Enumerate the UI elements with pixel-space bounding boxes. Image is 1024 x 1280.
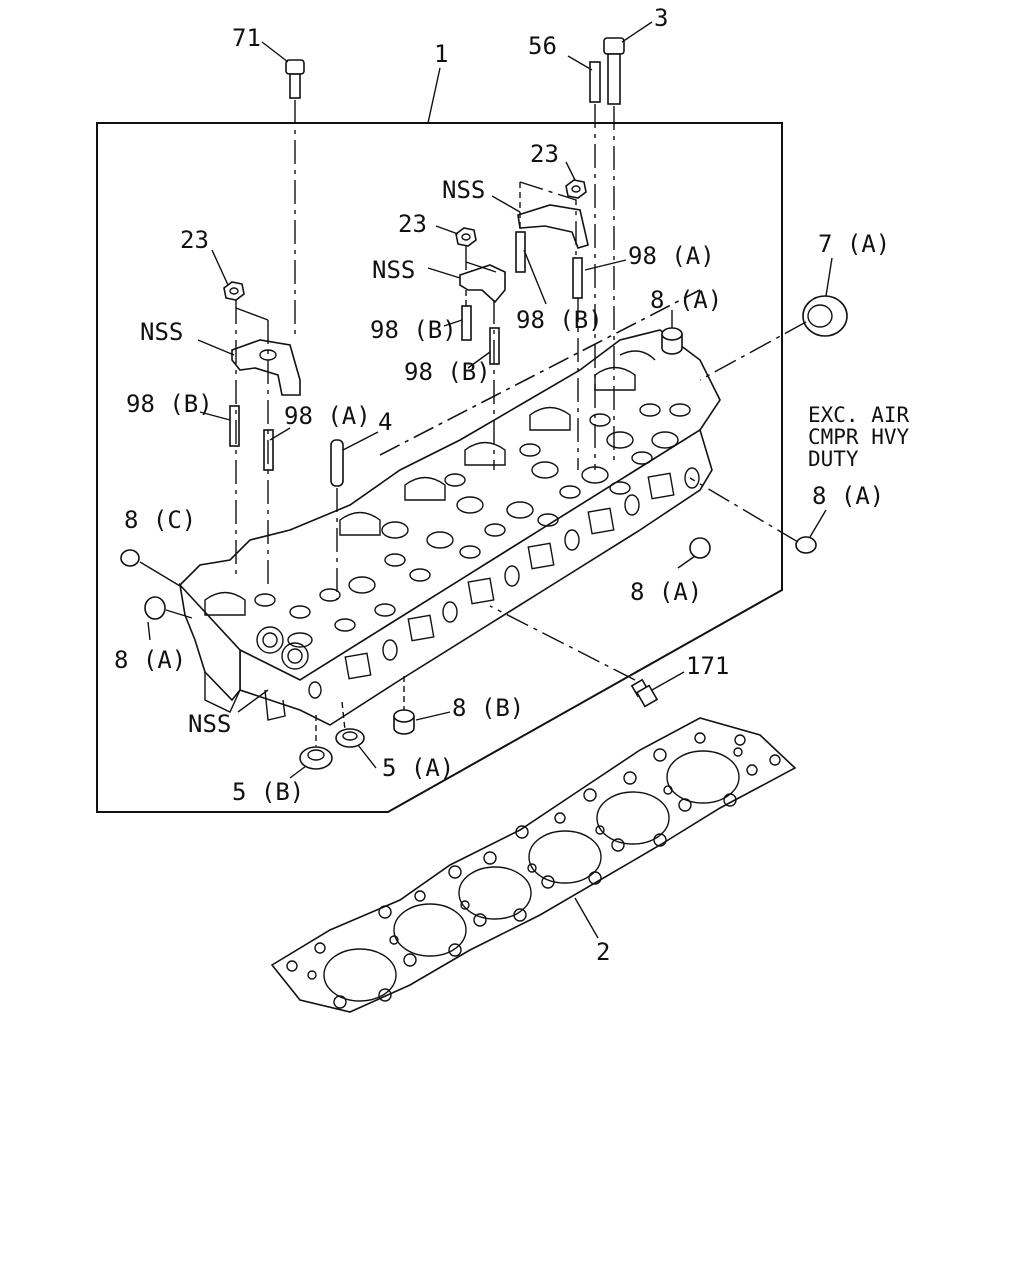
dowel-pin-4 xyxy=(330,439,344,487)
plug-8a-left xyxy=(144,596,166,620)
callout-8a-mid: 8 (A) xyxy=(630,578,702,606)
plug-8c xyxy=(120,549,140,567)
plug-8a-mid xyxy=(689,537,711,559)
callout-98b-mid3: 98 (B) xyxy=(516,306,603,334)
callout-1: 1 xyxy=(434,40,448,68)
callout-8a-right: 8 (A) xyxy=(812,482,884,510)
callout-98a-left: 98 (A) xyxy=(284,402,371,430)
callout-2: 2 xyxy=(596,938,610,966)
callout-71: 71 xyxy=(232,24,261,52)
camshaft-bracket-left xyxy=(231,339,301,396)
nut-23-middle xyxy=(455,227,477,247)
head-gasket xyxy=(270,717,797,1013)
callout-98b-mid1: 98 (B) xyxy=(370,316,457,344)
nut-23-right xyxy=(565,179,587,199)
plug-8a-right xyxy=(795,536,817,554)
camshaft-bracket-right xyxy=(517,204,589,249)
callout-23-right: 23 xyxy=(530,140,559,168)
callout-8b: 8 (B) xyxy=(452,694,524,722)
callout-4: 4 xyxy=(378,408,392,436)
plug-8a-top xyxy=(661,327,683,355)
callout-3: 3 xyxy=(654,4,668,32)
cylinder-head xyxy=(178,289,721,726)
plug-8b xyxy=(393,709,415,735)
stud-98b-left xyxy=(229,405,240,447)
callout-23-left: 23 xyxy=(180,226,209,254)
note-line-2: CMPR HVY xyxy=(808,425,910,449)
callout-98b-left: 98 (B) xyxy=(126,390,213,418)
leader-lines xyxy=(139,21,833,939)
stud-56 xyxy=(589,61,601,103)
callout-8c: 8 (C) xyxy=(124,506,196,534)
bolt-3 xyxy=(603,37,625,105)
seal-5a xyxy=(335,728,365,748)
stud-98b-mid3 xyxy=(515,231,526,273)
callout-23-middle: 23 xyxy=(398,210,427,238)
stud-98a-right xyxy=(572,257,583,299)
callout-5a: 5 (A) xyxy=(382,754,454,782)
nut-23-left xyxy=(223,281,245,301)
callout-nss-bottom: NSS xyxy=(188,710,231,738)
callout-nss-right: NSS xyxy=(442,176,485,204)
callout-171: 171 xyxy=(686,652,729,680)
callout-8a-top: 8 (A) xyxy=(650,286,722,314)
callout-nss-middle: NSS xyxy=(372,256,415,284)
fitting-171 xyxy=(630,678,659,708)
note-line-1: EXC. AIR xyxy=(808,403,910,427)
callout-98b-mid2: 98 (B) xyxy=(404,358,491,386)
callout-8a-left: 8 (A) xyxy=(114,646,186,674)
stud-98b-mid1 xyxy=(461,305,472,341)
callout-5b: 5 (B) xyxy=(232,778,304,806)
seal-7a xyxy=(802,295,848,337)
callout-7a: 7 (A) xyxy=(818,230,890,258)
callout-labels: 71 1 56 3 23 NSS 23 23 98 (A) NSS 7 (A) … xyxy=(114,4,910,966)
note-line-3: DUTY xyxy=(808,447,859,471)
camshaft-bracket-middle xyxy=(459,264,506,304)
callout-56: 56 xyxy=(528,32,557,60)
callout-nss-left: NSS xyxy=(140,318,183,346)
seal-5b xyxy=(299,746,333,770)
assembly-frame xyxy=(96,122,783,813)
bolt-71 xyxy=(285,59,305,99)
callout-98a-right: 98 (A) xyxy=(628,242,715,270)
